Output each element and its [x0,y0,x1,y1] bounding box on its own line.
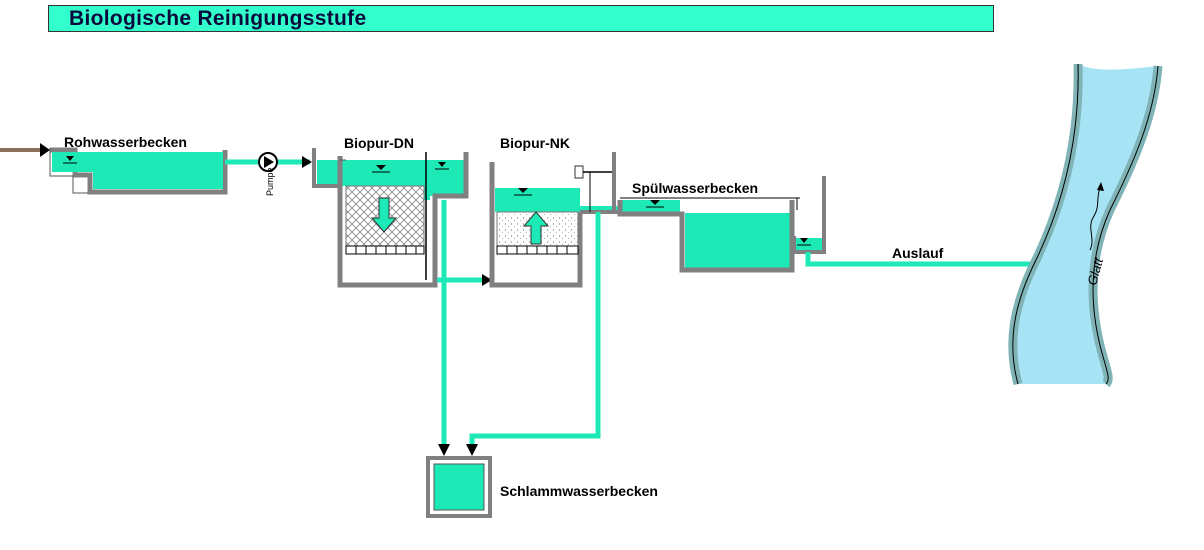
nk-sludge-pipe [466,212,601,456]
biopur-nk-tank: Biopur-NK [489,135,620,288]
water-level-symbol [646,200,811,246]
water-level-symbol [63,156,77,164]
biopur-dn-label: Biopur-DN [344,135,414,151]
outlet-chamber [792,176,826,254]
schlammwasserbecken-label: Schlammwasserbecken [500,483,658,499]
water-level-symbol [514,188,532,196]
biopur-dn-tank: Biopur-DN [312,135,469,288]
rohwasserbecken-tank: Rohwasserbecken [49,134,228,195]
flow-up-arrow [522,211,550,245]
biopur-nk-label: Biopur-NK [500,135,570,151]
rohwasserbecken-label: Rohwasserbecken [64,134,187,150]
inlet-pipe [0,143,50,157]
schlammwasserbecken-tank [426,456,492,518]
river-glatt: Glatt [1008,63,1163,388]
spuelwasserbecken-tank: Spülwasserbecken [617,176,826,273]
auslauf-label: Auslauf [892,245,944,261]
flow-down-arrow [370,197,398,233]
pump-pipe [225,156,312,168]
flow-direction-icon [1089,182,1104,251]
title-bar: Biologische Reinigungsstufe [48,5,994,32]
glatt-label: Glatt [1084,255,1106,287]
page-title: Biologische Reinigungsstufe [69,7,367,30]
dn-sludge-pipe [438,200,450,456]
overflow-weir [574,165,612,212]
pumpe-label: Pumpe [265,167,275,196]
spuelwasserbecken-label: Spülwasserbecken [632,180,758,196]
water-level-symbol [372,162,449,173]
pump-icon [258,152,278,172]
